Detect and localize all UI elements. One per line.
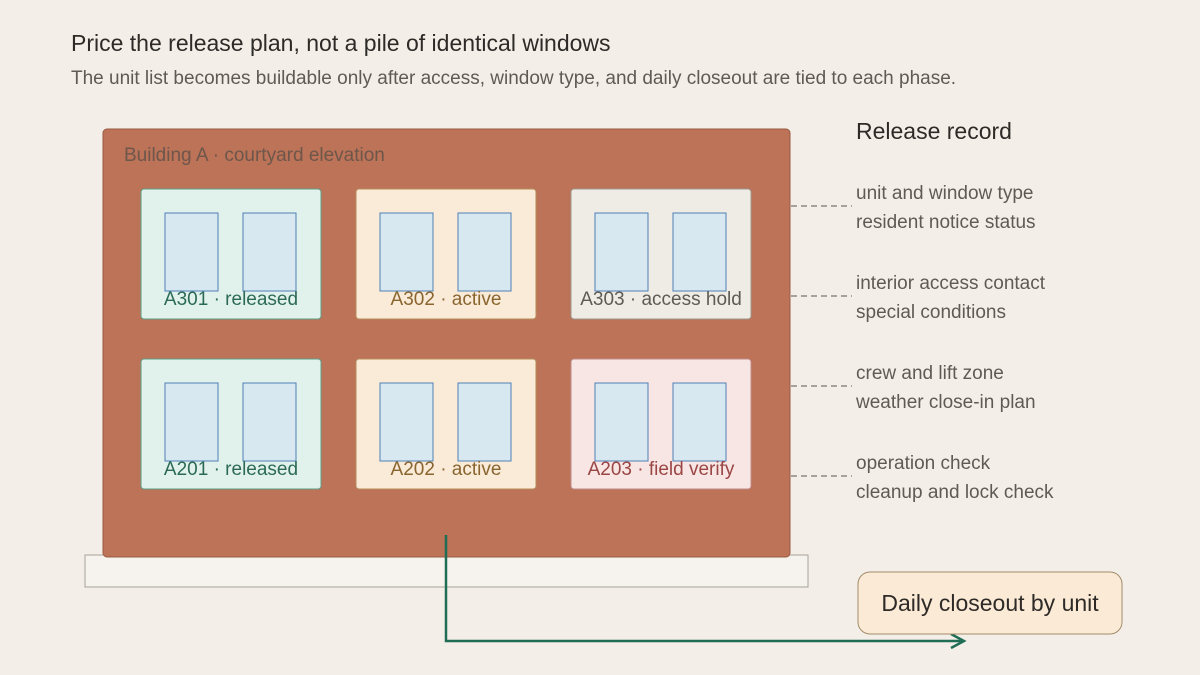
unit-label: A201 · released <box>164 459 298 480</box>
closeout-arrow-head <box>950 632 967 650</box>
record-item: special conditions <box>856 302 1006 323</box>
unit-label: A302 · active <box>391 289 502 310</box>
window-pane <box>594 212 649 292</box>
page-title: Price the release plan, not a pile of id… <box>71 30 611 56</box>
closeout-label: Daily closeout by unit <box>881 590 1099 616</box>
unit-a201: A201 · released <box>140 358 322 490</box>
unit-a302: A302 · active <box>355 188 537 320</box>
unit-label: A303 · access hold <box>580 289 742 310</box>
page-subtitle: The unit list becomes buildable only aft… <box>71 68 956 89</box>
unit-grid: A301 · released A302 · active A303 · acces… <box>140 188 752 490</box>
closeout-arrow-line <box>444 535 962 643</box>
window-pane <box>457 212 512 292</box>
window-pane <box>672 212 727 292</box>
window-pane <box>457 382 512 462</box>
window-pane <box>379 212 434 292</box>
unit-a203: A203 · field verify <box>570 358 752 490</box>
record-title: Release record <box>856 118 1012 144</box>
unit-a202: A202 · active <box>355 358 537 490</box>
unit-label: A301 · released <box>164 289 298 310</box>
unit-a303: A303 · access hold <box>570 188 752 320</box>
window-pane <box>672 382 727 462</box>
window-pane <box>164 382 219 462</box>
record-item: weather close-in plan <box>855 392 1036 413</box>
record-item: resident notice status <box>856 212 1036 233</box>
record-item: crew and lift zone <box>856 363 1004 384</box>
window-pane <box>594 382 649 462</box>
record-item: unit and window type <box>856 183 1033 204</box>
window-pane <box>379 382 434 462</box>
closeout-box <box>857 571 1123 635</box>
unit-a301: A301 · released <box>140 188 322 320</box>
window-pane <box>242 382 297 462</box>
window-pane <box>164 212 219 292</box>
record-list: unit and window type resident notice stat… <box>791 183 1054 503</box>
record-item: cleanup and lock check <box>856 482 1054 503</box>
window-pane <box>242 212 297 292</box>
unit-label: A203 · field verify <box>588 459 735 480</box>
unit-label: A202 · active <box>391 459 502 480</box>
record-item: interior access contact <box>856 273 1046 294</box>
record-item: operation check <box>856 453 991 474</box>
building-label: Building A · courtyard elevation <box>124 145 385 166</box>
